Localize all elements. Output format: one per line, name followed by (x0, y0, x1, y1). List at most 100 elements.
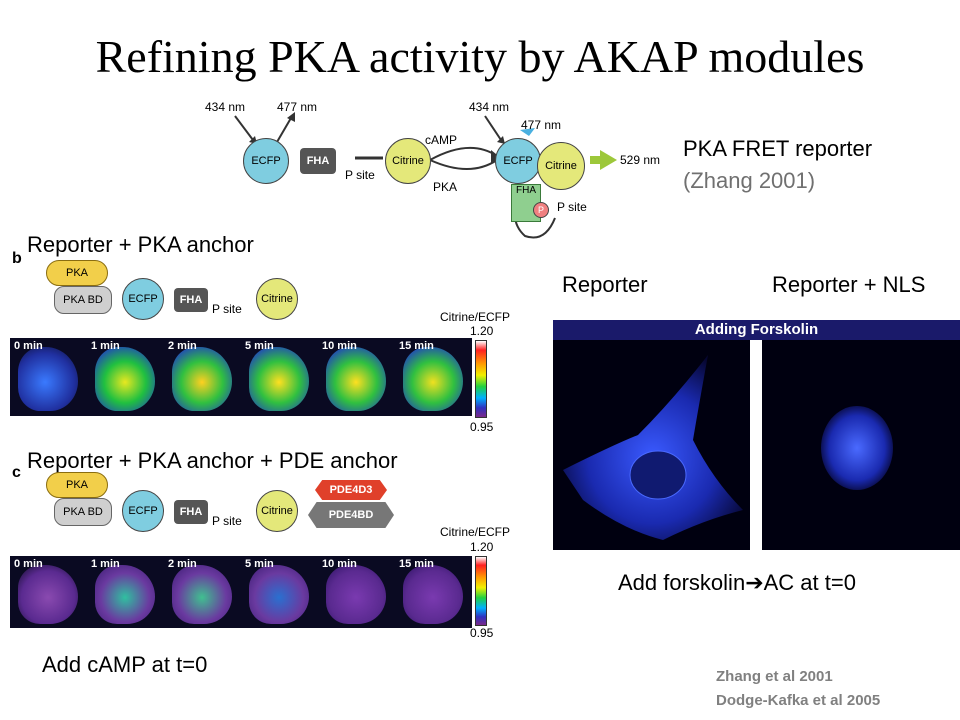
cell-signal (171, 347, 232, 412)
forskolin-banner: Adding Forskolin (553, 320, 960, 340)
timelapse-frame: 15 min (395, 338, 470, 416)
timepoint-label: 5 min (245, 340, 274, 352)
timelapse-frame: 5 min (241, 338, 316, 416)
reporter-cell-shape (563, 355, 743, 540)
psite-left: P site (345, 168, 375, 182)
reporter-nls-label: Reporter + NLS (772, 272, 926, 297)
forskolin-caption-post: AC at t=0 (763, 570, 856, 595)
psite-b: P site (212, 302, 242, 316)
timelapse-frame: 15 min (395, 556, 470, 628)
panel-divider (750, 340, 762, 550)
panel-b-letter: b (12, 250, 22, 267)
pde4bd-module: PDE4BD (308, 502, 394, 528)
pka-b: PKA (46, 260, 108, 286)
cell-signal (171, 564, 232, 624)
cell-signal (325, 564, 386, 624)
cell-signal (402, 564, 463, 624)
panel-b-label: Reporter + PKA anchor (27, 232, 254, 257)
panel-b-construct: PKA PKA BD ECFP FHA P site Citrine (40, 260, 310, 324)
ecfp-right: ECFP (495, 138, 541, 184)
citrine-b: Citrine (256, 278, 298, 320)
colorbar-b (475, 340, 487, 418)
ratio-label-c: Citrine/ECFP (440, 525, 511, 539)
reporter-cell-image (553, 340, 750, 550)
cell-signal (94, 347, 155, 412)
phospho-marker: P (533, 202, 549, 218)
timepoint-label: 0 min (14, 340, 43, 352)
ecfp-b: ECFP (122, 278, 164, 320)
timelapse-frame: 0 min (10, 556, 85, 628)
nls-nucleus-shape (821, 406, 893, 490)
slide-title: Refining PKA activity by AKAP modules (95, 31, 865, 82)
fha-c: FHA (174, 500, 208, 524)
timepoint-label: 15 min (399, 340, 434, 352)
timepoint-label: 1 min (91, 558, 120, 570)
psite-right: P site (557, 200, 587, 214)
wl-out-right: 477 nm (521, 118, 562, 132)
citrine-left: Citrine (385, 138, 431, 184)
timelapse-frame: 5 min (241, 556, 316, 628)
colorbar-c (475, 556, 487, 626)
ecfp-left: ECFP (243, 138, 289, 184)
timelapse-frame: 1 min (87, 556, 162, 628)
pka-bd-b: PKA BD (54, 286, 112, 314)
pka-c: PKA (46, 472, 108, 498)
pka-bd-c: PKA BD (54, 498, 112, 526)
timepoint-label: 0 min (14, 558, 43, 570)
camp-label: cAMP (425, 133, 458, 147)
timelapse-frame: 2 min (164, 556, 239, 628)
ratio-label-b: Citrine/ECFP (440, 310, 511, 324)
scale-min-c: 0.95 (470, 626, 494, 640)
cell-signal (248, 564, 309, 624)
panel-c-construct: PKA PKA BD ECFP FHA P site Citrine PDE4D… (40, 472, 420, 536)
citrine-right: Citrine (537, 142, 585, 190)
cell-signal (402, 347, 463, 412)
reporter-label: Reporter (562, 272, 648, 297)
fha-b: FHA (174, 288, 208, 312)
psite-c: P site (212, 514, 242, 528)
timelapse-frame: 10 min (318, 338, 393, 416)
reporter-citation: (Zhang 2001) (683, 168, 816, 193)
timelapse-strip-c: 0 min 1 min 2 min 5 min 10 min 15 min (10, 556, 472, 628)
cell-signal (94, 564, 155, 624)
cell-signal (325, 347, 386, 412)
scale-max-b: 1.20 (470, 324, 494, 338)
pde4d3-module: PDE4D3 (315, 480, 387, 500)
forskolin-caption: Add forskolin➔AC at t=0 (618, 570, 856, 596)
wl-in-right: 434 nm (469, 100, 510, 114)
timelapse-frame: 2 min (164, 338, 239, 416)
ecfp-c: ECFP (122, 490, 164, 532)
timelapse-frame: 1 min (87, 338, 162, 416)
wl-in-left: 434 nm (205, 100, 246, 114)
wl-out-left: 477 nm (277, 100, 318, 114)
panel-c-letter: c (12, 464, 21, 481)
right-arrow-icon: ➔ (745, 570, 764, 595)
cell-signal (17, 564, 78, 624)
timepoint-label: 5 min (245, 558, 274, 570)
fha-left: FHA (300, 148, 336, 174)
fret-reporter-diagram: 434 nm 477 nm ECFP FHA P site Citrine cA… (205, 98, 675, 243)
timepoint-label: 10 min (322, 558, 357, 570)
cell-signal (17, 347, 78, 412)
timepoint-label: 2 min (168, 558, 197, 570)
forskolin-caption-pre: Add forskolin (618, 570, 746, 595)
wl-fret: 529 nm (620, 153, 661, 167)
cell-signal (248, 347, 309, 412)
camp-caption: Add cAMP at t=0 (42, 652, 208, 677)
scale-min-b: 0.95 (470, 420, 494, 434)
timelapse-frame: 10 min (318, 556, 393, 628)
timepoint-label: 15 min (399, 558, 434, 570)
timelapse-frame: 0 min (10, 338, 85, 416)
reporter-caption: PKA FRET reporter (683, 136, 873, 161)
timepoint-label: 10 min (322, 340, 357, 352)
citation-2: Dodge-Kafka et al 2005 (716, 692, 881, 709)
panel-c-label: Reporter + PKA anchor + PDE anchor (27, 448, 398, 473)
citation-1: Zhang et al 2001 (716, 668, 833, 685)
scale-max-c: 1.20 (470, 540, 494, 554)
timepoint-label: 2 min (168, 340, 197, 352)
citrine-c: Citrine (256, 490, 298, 532)
timepoint-label: 1 min (91, 340, 120, 352)
pka-label: PKA (433, 180, 458, 194)
reporter-nls-cell-image (762, 340, 960, 550)
timelapse-strip-b: 0 min 1 min 2 min 5 min 10 min 15 min (10, 338, 472, 416)
